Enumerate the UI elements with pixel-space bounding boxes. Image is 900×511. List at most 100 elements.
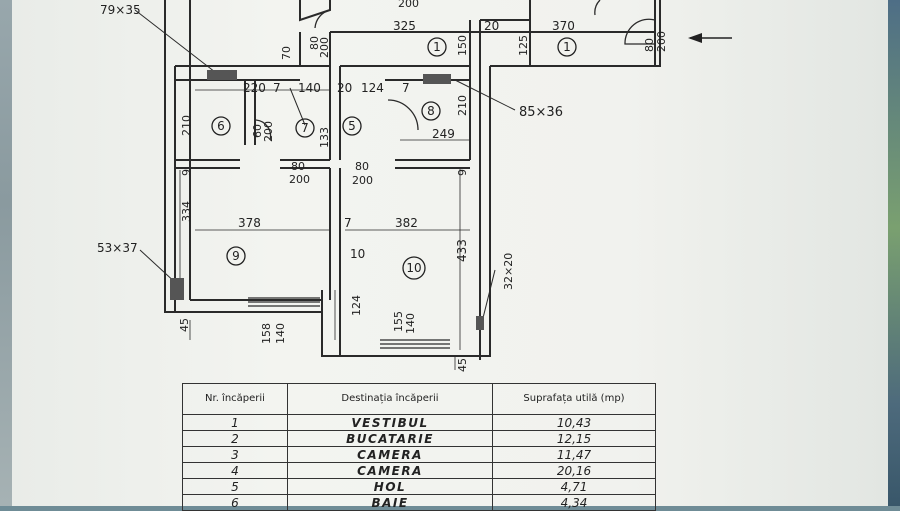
dim-140c: 140 [274, 323, 287, 344]
dim-382: 382 [395, 216, 418, 230]
table-row: 3 CAMERA 11,47 [182, 446, 656, 463]
header-room-number: Nr. încăperii [182, 383, 288, 415]
dim-370: 370 [552, 19, 575, 33]
wall-divider-9-10 [329, 168, 341, 356]
dim-210a: 210 [180, 115, 193, 136]
header-room-purpose: Destinația încăperii [287, 383, 493, 415]
dim-378: 378 [238, 216, 261, 230]
rooms-legend-table: Nr. încăperii Destinația încăperii Supra… [182, 383, 656, 511]
dim-20a: 20 [484, 19, 499, 33]
room-area: 11,47 [492, 446, 656, 463]
vent-32x20 [476, 316, 484, 330]
door-arc-topright [594, 0, 601, 16]
dim-9a: 9 [180, 169, 193, 176]
dimension-lines [179, 31, 470, 370]
room-circle-9 [226, 246, 246, 266]
dim-124: 124 [361, 81, 384, 95]
dim-7a: 7 [273, 81, 281, 95]
room-purpose: BUCATARIE [287, 430, 493, 447]
dim-10: 10 [350, 247, 365, 261]
room-area: 20,16 [492, 462, 656, 479]
room-number: 3 [182, 446, 288, 463]
vent-85x36 [423, 74, 451, 84]
dim-140b: 140 [404, 313, 417, 334]
door-arc-room7 [255, 119, 272, 141]
dim-85x36: 85×36 [519, 105, 563, 120]
room-circle-5 [342, 116, 362, 136]
dim-140: 140 [298, 81, 321, 95]
room-purpose: CAMERA [287, 446, 493, 463]
room-number-6: 6 [217, 119, 225, 133]
table-row: 5 HOL 4,71 [182, 478, 656, 495]
dim-210b: 210 [456, 95, 469, 116]
room-purpose: VESTIBUL [287, 414, 493, 431]
wall-top-rooms [299, 0, 331, 22]
room-number-10: 10 [406, 261, 421, 275]
dim-200-door-a: 200 [318, 37, 331, 58]
dim-7b: 7 [402, 81, 410, 95]
wall-room6-right [244, 80, 256, 145]
dim-125: 125 [517, 35, 530, 56]
room-number-7: 7 [301, 121, 309, 135]
vent-53x37 [170, 278, 184, 300]
room-circle-10 [402, 256, 426, 280]
leader-32x20 [481, 269, 496, 323]
table-row: 4 CAMERA 20,16 [182, 462, 656, 479]
dim-80-door-b: 80 [643, 38, 656, 52]
door-arc-entrance [624, 18, 656, 45]
window-room9 [248, 297, 320, 307]
dim-79x35: 79×35 [100, 3, 141, 17]
room-number-5: 5 [348, 119, 356, 133]
room-purpose: BAIE [287, 494, 493, 511]
dim-60: 60 [251, 124, 264, 138]
entrance-arrow-icon [688, 33, 732, 43]
dim-133: 133 [318, 127, 331, 148]
room-number-1a: 1 [433, 40, 441, 54]
dim-53x37: 53×37 [97, 241, 138, 255]
room-circle-6 [211, 116, 231, 136]
legend-header-row: Nr. încăperii Destinația încăperii Supra… [182, 383, 656, 415]
room-area: 4,34 [492, 494, 656, 511]
dim-200-top: 200 [398, 0, 419, 10]
room-circle-1a [427, 37, 447, 57]
floor-plan-drawing: 1 1 5 6 7 8 9 10 79×35 200 325 20 370 22… [97, 0, 732, 372]
room-number-9: 9 [232, 249, 240, 263]
dim-20b: 20 [337, 81, 352, 95]
leader-85x36 [454, 79, 516, 111]
table-row: 6 BAIE 4,34 [182, 494, 656, 511]
room-number: 4 [182, 462, 288, 479]
header-usable-area: Suprafața utilă (mp) [492, 383, 656, 415]
dim-32x20: 32×20 [502, 253, 515, 290]
table-row: 2 BUCATARIE 12,15 [182, 430, 656, 447]
room-circle-7 [295, 118, 315, 138]
room-area: 12,15 [492, 430, 656, 447]
dim-200-c: 200 [262, 121, 275, 142]
dim-249: 249 [432, 127, 455, 141]
dim-200d: 200 [289, 173, 310, 186]
door-arc-top [314, 9, 331, 29]
wall-outer-left [164, 0, 322, 313]
dim-124b: 124 [350, 295, 363, 316]
dim-325: 325 [393, 19, 416, 33]
dim-70: 70 [280, 46, 293, 60]
dim-433: 433 [455, 239, 469, 262]
room-number-1b: 1 [563, 40, 571, 54]
dim-45b: 45 [456, 358, 469, 372]
room-number: 5 [182, 478, 288, 495]
vent-79x35 [207, 70, 237, 80]
room-number-8: 8 [427, 104, 435, 118]
wall-outer-lower [321, 66, 491, 357]
room-number: 6 [182, 494, 288, 511]
room-number: 2 [182, 430, 288, 447]
dim-45a: 45 [178, 318, 191, 332]
dim-158: 158 [260, 323, 273, 344]
table-row: 1 VESTIBUL 10,43 [182, 414, 656, 431]
leader-79x35 [134, 9, 216, 73]
dim-7c: 7 [344, 216, 352, 230]
room-circle-1b [557, 37, 577, 57]
dim-80c: 80 [291, 160, 305, 173]
dim-9b: 9 [456, 169, 469, 176]
dim-155: 155 [392, 311, 405, 332]
dim-150: 150 [456, 35, 469, 56]
dim-200-door-b: 200 [655, 31, 668, 52]
